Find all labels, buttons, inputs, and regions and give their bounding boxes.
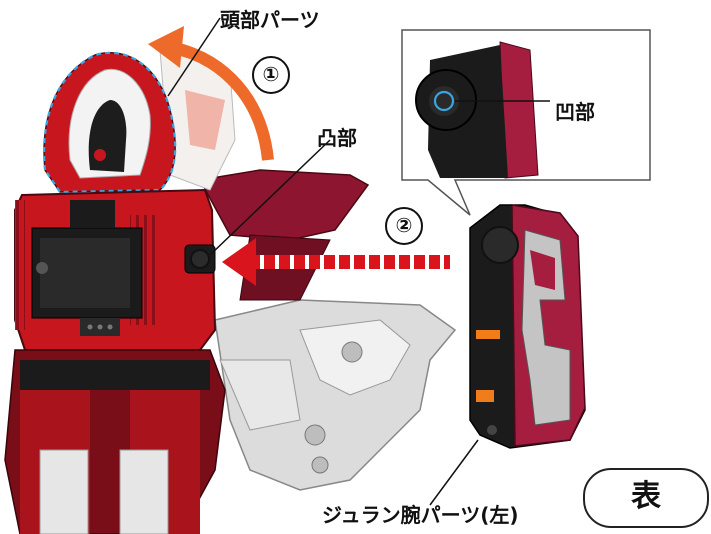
head-part-label: 頭部パーツ (220, 8, 320, 32)
convex-label: 凸部 (317, 126, 357, 150)
inset-zoom (401, 29, 651, 216)
convex-leader-line (209, 139, 331, 256)
arm-leader-line (429, 439, 479, 506)
arm-part-label: ジュラン腕パーツ(左) (322, 503, 519, 527)
front-side-badge: 表 (583, 468, 709, 528)
rotate-arrow (173, 42, 274, 161)
insert-arrow (222, 238, 450, 286)
robot-torso (14, 188, 217, 351)
back-panels (198, 169, 370, 301)
head-part (43, 51, 177, 194)
arm-part (469, 204, 586, 449)
robot-legs (4, 349, 226, 534)
concave-label: 凹部 (555, 100, 595, 124)
step-1-badge: ① (252, 56, 290, 94)
head-back-pink (185, 90, 225, 150)
head-leader-line (167, 17, 221, 97)
step-2-badge: ② (385, 207, 423, 245)
grey-body (214, 299, 457, 491)
